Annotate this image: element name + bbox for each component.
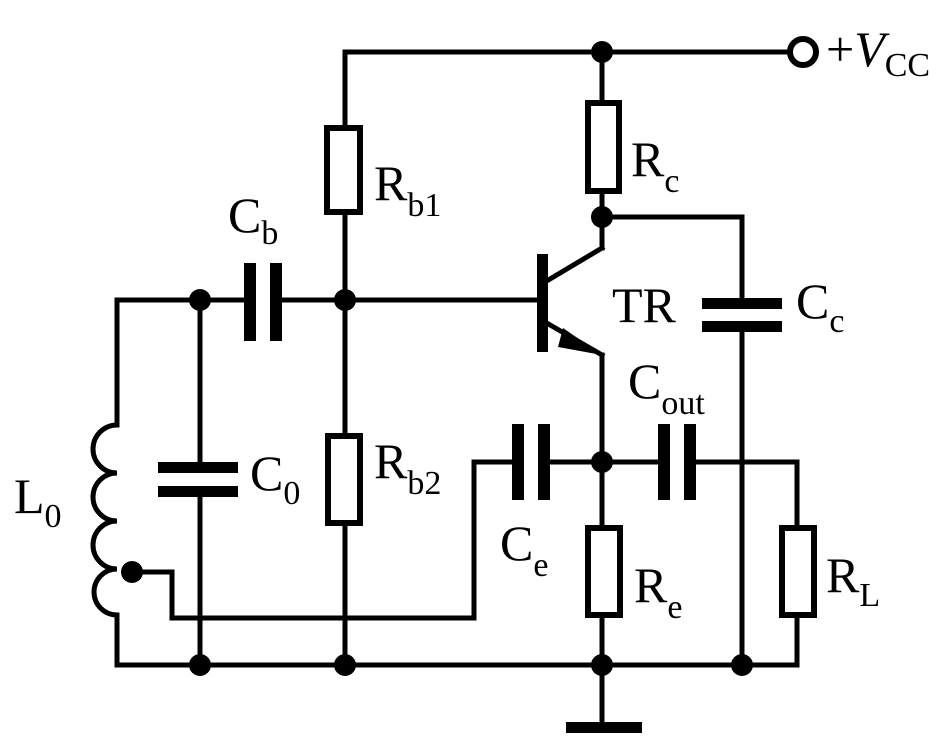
vcc-label: +VCC [826, 21, 930, 84]
rb1-label: Rb1 [374, 155, 441, 224]
rb2-label: Rb2 [374, 433, 441, 502]
emitter-arrow-icon [558, 328, 602, 355]
junction-dot [731, 654, 753, 676]
rb2-resistor [325, 433, 363, 526]
cb-label: Cb [228, 187, 278, 252]
l0-inductor [90, 422, 120, 618]
l0-label: L0 [14, 468, 62, 535]
junction-dots [121, 41, 753, 676]
c0-capacitor [158, 462, 238, 497]
junction-dot [591, 41, 613, 63]
rb1-resistor [324, 125, 363, 215]
cb-capacitor [244, 263, 282, 341]
collector-to-cc-wire [599, 214, 745, 301]
junction-dot [591, 654, 613, 676]
cc-capacitor [702, 298, 782, 332]
cc-label: Cc [796, 273, 844, 340]
vcc-terminal [787, 36, 819, 68]
junction-dot [591, 206, 613, 228]
junction-dot [334, 289, 356, 311]
rc-resistor [585, 100, 622, 194]
junction-dot [189, 289, 211, 311]
re-resistor [585, 525, 623, 618]
junction-dot [189, 654, 211, 676]
transistor-collector-lead [541, 244, 606, 286]
rl-resistor [779, 525, 817, 618]
c0-label: C0 [250, 445, 300, 512]
junction-dot [334, 654, 356, 676]
wires [114, 49, 800, 725]
re-label: Re [634, 557, 682, 626]
junction-dot [121, 561, 143, 583]
tr-transistor [537, 244, 606, 359]
transistor-base-bar [537, 254, 548, 352]
ce-label: Ce [500, 515, 548, 584]
junction-dot [591, 451, 613, 473]
tap-feedback-wire [129, 459, 477, 621]
cout-capacitor [658, 424, 696, 500]
rc-label: Rc [631, 131, 679, 200]
rl-label: RL [826, 547, 880, 614]
ground-symbol [566, 722, 642, 733]
cout-right-wire [693, 459, 800, 531]
tr-label: TR [612, 277, 677, 333]
cout-label: Cout [628, 353, 705, 422]
ce-capacitor [512, 424, 550, 500]
